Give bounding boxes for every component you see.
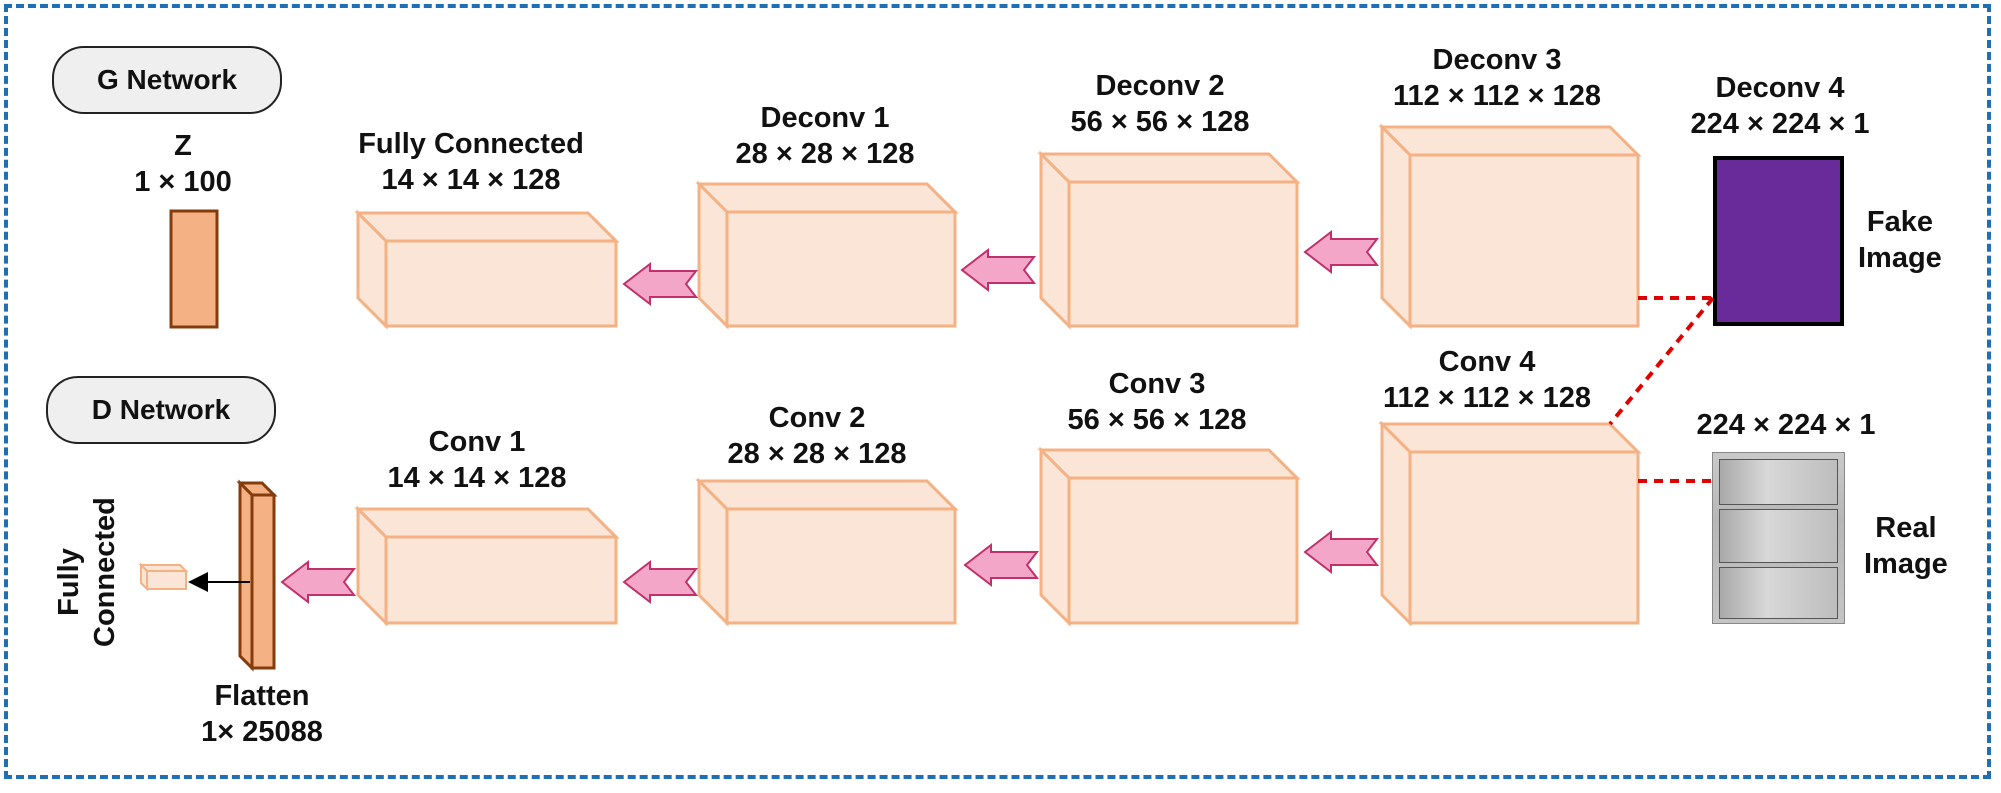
arrow-deconv1-to-fc xyxy=(622,261,699,307)
g-network-pill: G Network xyxy=(52,46,282,114)
real-image-thumbnail xyxy=(1712,452,1845,624)
real-input-dims-label: 224 × 224 × 1 xyxy=(1696,409,1876,441)
fc-output-block xyxy=(138,562,189,592)
arrow-conv2-to-conv1 xyxy=(622,559,699,605)
arrow-deconv3-to-deconv2 xyxy=(1303,229,1380,275)
d-conv3-block xyxy=(1037,446,1301,627)
arrow-conv3-to-conv2 xyxy=(963,542,1040,588)
dashed-frame xyxy=(4,4,1991,779)
arrow-deconv2-to-deconv1 xyxy=(960,247,1037,293)
d-network-pill: D Network xyxy=(46,376,276,444)
arrow-conv1-to-flatten xyxy=(280,559,357,605)
g-deconv2-block xyxy=(1037,150,1301,330)
d-conv4-block xyxy=(1378,420,1642,627)
fake-image-box xyxy=(1713,156,1844,326)
g-fully-connected-block xyxy=(354,209,620,330)
d-conv2-block xyxy=(695,477,959,627)
link-fake-to-conv4 xyxy=(1608,296,1715,426)
g-deconv3-block xyxy=(1378,123,1642,330)
d-conv1-block xyxy=(354,505,620,627)
z-vector-block xyxy=(169,209,219,329)
flatten-block xyxy=(236,479,278,672)
g-deconv1-block xyxy=(695,180,959,330)
arrow-conv4-to-conv3 xyxy=(1303,529,1380,575)
